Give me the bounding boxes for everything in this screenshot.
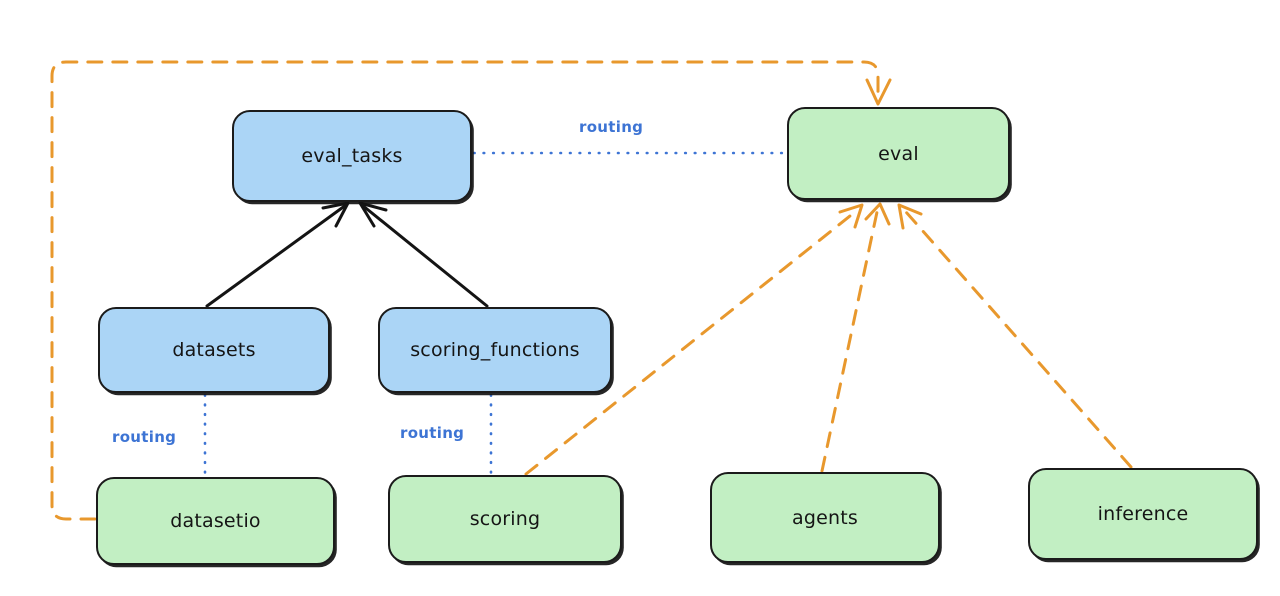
arrowhead-scoring-to-eval [838, 203, 864, 229]
node-eval[interactable]: eval [787, 107, 1010, 200]
node-datasets-label: datasets [172, 339, 256, 361]
arrowhead-agents-to-eval [864, 202, 891, 226]
node-datasetio[interactable]: datasetio [96, 477, 335, 565]
node-scoring[interactable]: scoring [388, 475, 622, 563]
node-eval-tasks-label: eval_tasks [301, 145, 403, 167]
node-scoring-label: scoring [469, 508, 541, 530]
edge-label-eval-tasks-routing: routing [579, 118, 644, 136]
edge-agents-to-eval [820, 210, 879, 473]
edge-label-scoring-functions-routing: routing [400, 424, 465, 442]
node-agents-label: agents [792, 506, 858, 529]
edge-scoring-to-eval [524, 210, 857, 476]
arrowhead-datasetio-to-eval [865, 78, 892, 106]
arrowhead-scoring-functions-to-eval-tasks [358, 201, 388, 228]
node-datasetio-label: datasetio [170, 510, 261, 532]
node-inference[interactable]: inference [1028, 468, 1258, 560]
edge-scoring-functions-to-eval-tasks [360, 203, 489, 308]
arrowhead-datasets-to-eval-tasks [321, 201, 350, 228]
node-scoring-functions[interactable]: scoring_functions [378, 307, 612, 393]
node-scoring-functions-label: scoring_functions [410, 339, 580, 361]
edge-inference-to-eval [904, 210, 1133, 469]
edge-datasets-to-eval-tasks [205, 203, 348, 308]
arrowhead-inference-to-eval [897, 203, 923, 230]
node-eval-label: eval [878, 142, 919, 165]
node-agents[interactable]: agents [710, 472, 940, 563]
edge-label-datasets-routing: routing [112, 428, 177, 446]
node-datasets[interactable]: datasets [98, 307, 330, 393]
node-inference-label: inference [1097, 503, 1189, 525]
edge-datasetio-to-eval [50, 60, 880, 521]
node-eval-tasks[interactable]: eval_tasks [232, 110, 472, 202]
